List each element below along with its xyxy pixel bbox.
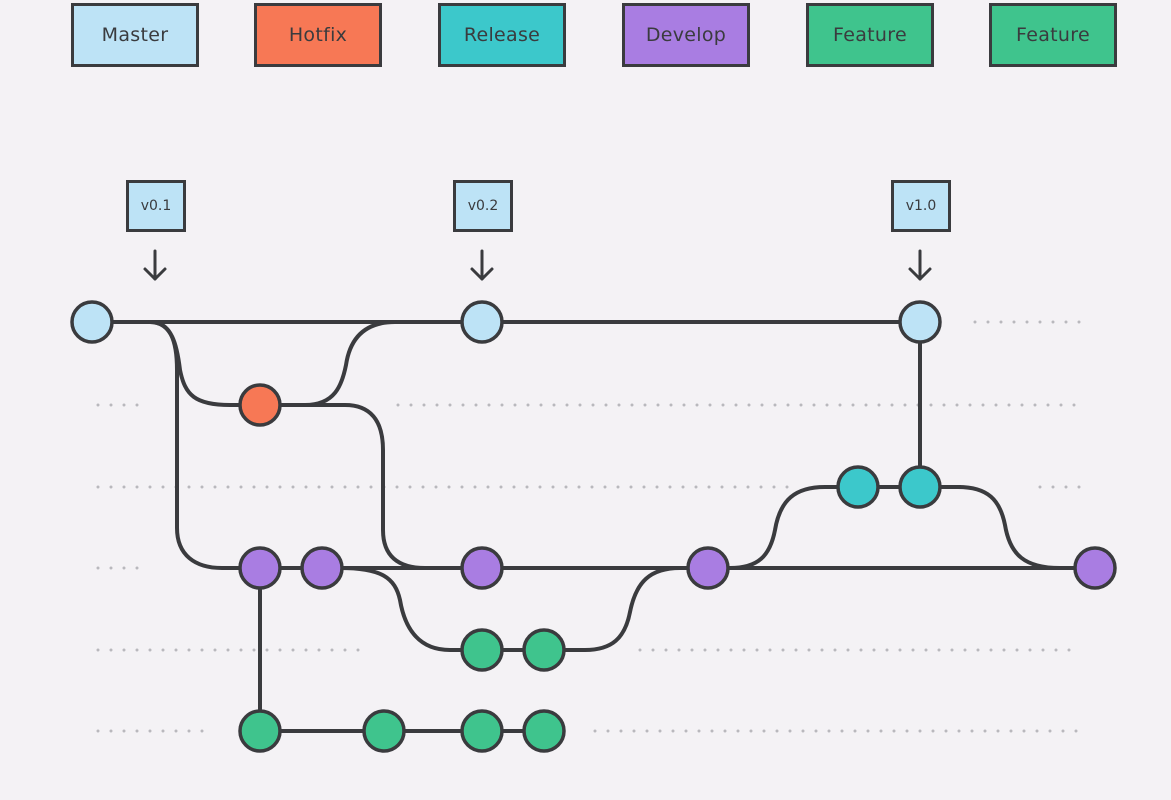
legend-feature-2: Feature	[989, 3, 1117, 67]
commit-feature-2	[238, 709, 282, 753]
tag-arrows	[143, 249, 932, 281]
develop-to-release	[728, 485, 962, 570]
hotfix-to-master	[258, 320, 397, 407]
commit-master	[898, 300, 942, 344]
legend-develop-label: Develop	[645, 24, 727, 46]
hotfix-to-develop	[303, 403, 427, 570]
legend-hotfix: Hotfix	[254, 3, 382, 67]
commit-feature-2	[362, 709, 406, 753]
commit-develop	[300, 546, 344, 590]
legend-develop: Develop	[622, 3, 750, 67]
commit-release	[898, 465, 942, 509]
feature-1-to-develop	[542, 566, 682, 652]
commit-feature-1	[522, 628, 566, 672]
commit-master	[460, 300, 504, 344]
tag-v1-0: v1.0	[891, 180, 951, 232]
legend-master-label: Master	[101, 24, 169, 46]
develop-to-feature-1	[338, 566, 546, 652]
arrow-down-icon	[470, 249, 494, 281]
legend-release: Release	[438, 3, 566, 67]
legend-master: Master	[71, 3, 199, 67]
tag-v0-1-label: v0.1	[140, 198, 172, 214]
master-to-hotfix	[148, 320, 262, 407]
commit-master	[70, 300, 114, 344]
branch-lines	[90, 320, 1097, 733]
commit-feature-2	[522, 709, 566, 753]
lane-guides	[96, 320, 1082, 733]
legend-feature-1-label: Feature	[833, 24, 907, 46]
commit-develop	[686, 546, 730, 590]
arrow-down-icon	[908, 249, 932, 281]
release-to-develop	[918, 485, 1062, 570]
legend-release-label: Release	[463, 24, 541, 46]
commit-feature-2	[460, 709, 504, 753]
commit-hotfix	[238, 383, 282, 427]
commit-develop	[460, 546, 504, 590]
legend-feature-2-label: Feature	[1016, 24, 1090, 46]
arrow-down-icon	[143, 249, 167, 281]
commit-feature-1	[460, 628, 504, 672]
commit-release	[836, 465, 880, 509]
tag-v1-0-label: v1.0	[905, 198, 937, 214]
commit-develop	[1073, 546, 1117, 590]
legend-feature-1: Feature	[806, 3, 934, 67]
tag-v0-2-label: v0.2	[467, 198, 499, 214]
legend-hotfix-label: Hotfix	[288, 24, 348, 46]
master-to-develop	[148, 320, 262, 570]
commit-develop	[238, 546, 282, 590]
tag-v0-1: v0.1	[126, 180, 186, 232]
commits	[70, 300, 1117, 753]
tag-v0-2: v0.2	[453, 180, 513, 232]
